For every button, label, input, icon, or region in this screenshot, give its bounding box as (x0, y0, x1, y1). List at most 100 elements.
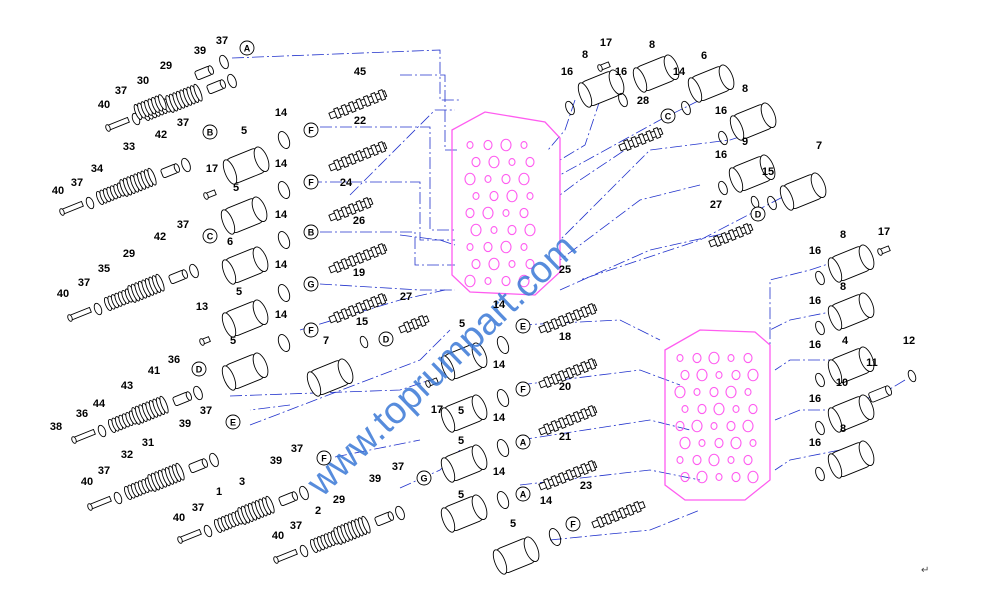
svg-text:45: 45 (354, 66, 366, 78)
callout-16: 16 (809, 295, 821, 307)
svg-text:36: 36 (76, 408, 88, 420)
svg-text:7: 7 (816, 140, 822, 152)
callout-6: 6 (701, 50, 707, 62)
svg-text:5: 5 (458, 489, 464, 501)
callout-5: 5 (241, 125, 247, 137)
svg-text:5: 5 (459, 318, 465, 330)
cover-cap-2 (220, 196, 268, 235)
callout-F: F (303, 174, 319, 190)
svg-text:16: 16 (715, 149, 727, 161)
callout-40: 40 (173, 512, 185, 524)
svg-text:10: 10 (836, 377, 848, 389)
callout-17: 17 (206, 163, 218, 175)
callout-A: A (515, 434, 531, 450)
svg-text:43: 43 (121, 380, 133, 392)
svg-text:D: D (755, 210, 762, 220)
svg-text:37: 37 (115, 85, 127, 97)
spool-21 (538, 460, 598, 491)
svg-text:39: 39 (270, 455, 282, 467)
spool-23 (591, 501, 646, 529)
callout-14: 14 (673, 66, 686, 78)
cover-cap-1 (222, 146, 270, 185)
callout-39: 39 (179, 418, 191, 430)
bolt-row1 (105, 116, 130, 132)
callout-36: 36 (168, 354, 180, 366)
callout-F: F (303, 122, 319, 138)
callout-16: 16 (809, 437, 821, 449)
washer-row4 (97, 424, 107, 438)
svg-text:35: 35 (98, 263, 110, 275)
svg-text:B: B (308, 228, 315, 238)
seat-row7 (395, 505, 405, 521)
callout-40: 40 (272, 530, 284, 542)
washer-row3 (93, 302, 103, 316)
callout-40: 40 (57, 288, 69, 300)
svg-text:29: 29 (333, 494, 345, 506)
callout-24: 24 (340, 177, 353, 189)
svg-text:6: 6 (227, 236, 233, 248)
callout-37: 37 (216, 35, 228, 47)
callout-5: 5 (458, 489, 464, 501)
callout-29: 29 (123, 248, 135, 260)
svg-text:37: 37 (200, 405, 212, 417)
svg-text:39: 39 (194, 45, 206, 57)
callout-37: 37 (78, 277, 90, 289)
callout-1: 1 (216, 486, 222, 498)
svg-text:22: 22 (354, 115, 366, 127)
svg-text:37: 37 (98, 465, 110, 477)
callout-37: 37 (291, 443, 303, 455)
callout-39: 39 (194, 45, 206, 57)
cover-cap-r4 (440, 494, 488, 533)
svg-text:16: 16 (615, 66, 627, 78)
svg-text:6: 6 (701, 50, 707, 62)
housing-lower (664, 329, 771, 501)
svg-text:14: 14 (275, 209, 288, 221)
oring-16-right-1 (815, 270, 825, 286)
svg-text:F: F (308, 126, 314, 136)
cover-cap-4 (221, 299, 269, 338)
callout-8: 8 (649, 39, 655, 51)
svg-text:D: D (196, 365, 203, 375)
bolt-17-right (877, 245, 891, 256)
spacer-row6 (278, 491, 298, 507)
callout-19: 19 (353, 267, 365, 279)
svg-text:39: 39 (179, 418, 191, 430)
svg-text:5: 5 (458, 435, 464, 447)
outer-spring-row6 (237, 495, 275, 525)
callout-16: 16 (615, 66, 627, 78)
svg-text:7: 7 (323, 335, 329, 347)
callout-41: 41 (148, 365, 160, 377)
callout-14: 14 (275, 259, 288, 271)
spool-28 (618, 127, 664, 152)
callout-40: 40 (52, 185, 64, 197)
svg-text:12: 12 (903, 335, 915, 347)
flange-right-2 (827, 292, 875, 331)
svg-text:30: 30 (137, 75, 149, 87)
svg-text:16: 16 (809, 393, 821, 405)
svg-text:23: 23 (580, 480, 592, 492)
svg-text:14: 14 (275, 309, 288, 321)
svg-text:40: 40 (57, 288, 69, 300)
plug-13 (199, 336, 211, 346)
svg-text:8: 8 (840, 281, 846, 293)
callout-9: 9 (742, 136, 748, 148)
washer-row5 (113, 491, 123, 505)
callout-14: 14 (275, 309, 288, 321)
svg-text:21: 21 (559, 431, 571, 443)
svg-text:14: 14 (493, 359, 506, 371)
callout-D: D (378, 331, 394, 347)
oring-16-up-4 (718, 130, 728, 146)
callout-39: 39 (270, 455, 282, 467)
callout-F: F (515, 381, 531, 397)
seat-row4 (193, 385, 203, 401)
bolt-row4 (71, 428, 96, 444)
svg-text:26: 26 (353, 215, 365, 227)
callout-16: 16 (809, 393, 821, 405)
seat-37-top (219, 54, 229, 70)
svg-text:14: 14 (540, 495, 553, 507)
callout-37: 37 (177, 117, 189, 129)
svg-text:40: 40 (173, 512, 185, 524)
svg-text:G: G (420, 474, 427, 484)
callout-5: 5 (230, 335, 236, 347)
